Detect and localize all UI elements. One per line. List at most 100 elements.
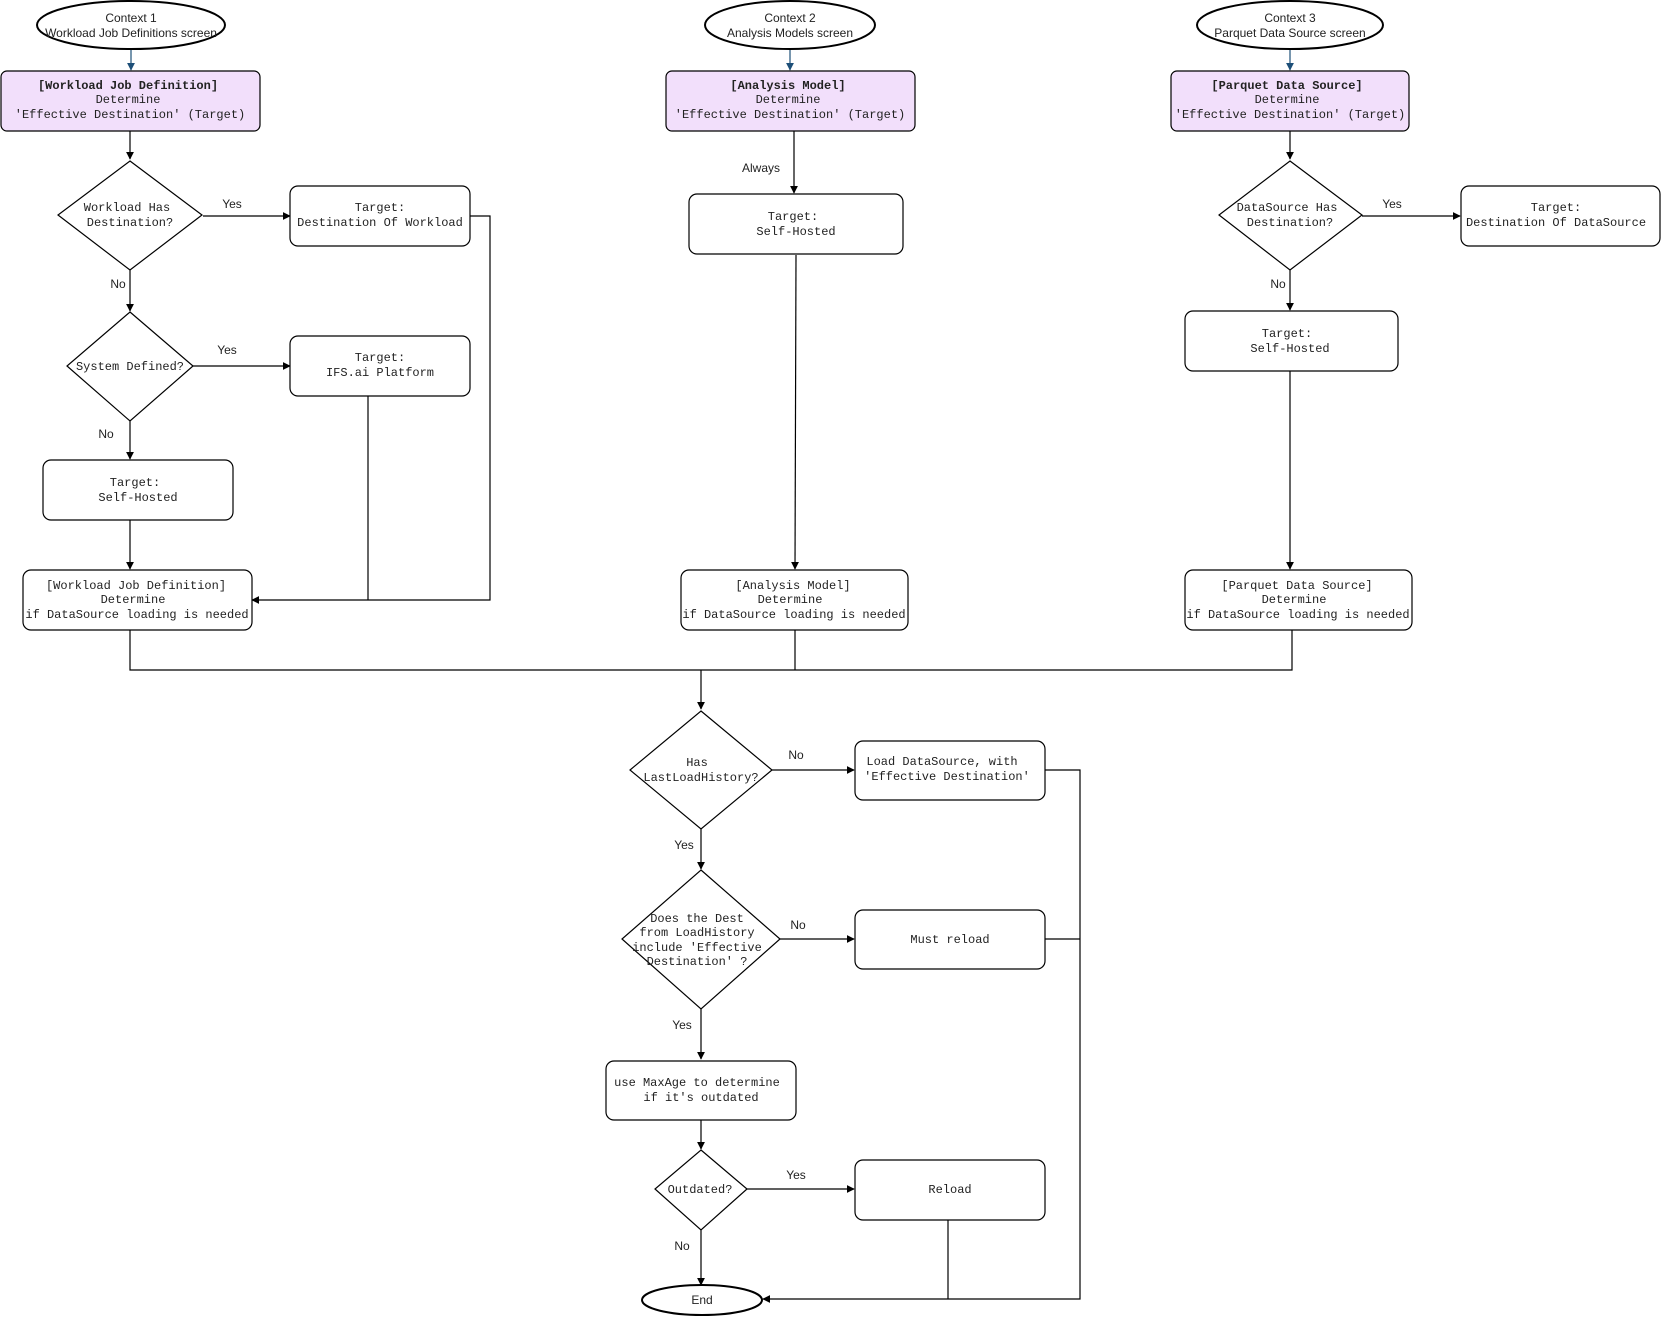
edge-c2-self-loading <box>791 254 800 570</box>
label-yes: Yes <box>217 343 237 357</box>
svg-text:Target:: Target: <box>355 201 405 215</box>
svg-text:'Effective Destination': 'Effective Destination' <box>864 770 1030 784</box>
decision-datasource-has-destination: DataSource Has Destination? <box>1218 160 1363 271</box>
loading-box-1: [Workload Job Definition] Determine if D… <box>22 569 253 631</box>
decision-dest-includes-effective: Does the Dest from LoadHistory include '… <box>621 869 781 1010</box>
svg-text:Target:: Target: <box>1262 327 1312 341</box>
target-ifs-platform: Target: IFS.ai Platform <box>289 335 471 397</box>
svg-text:Destination Of Workload: Destination Of Workload <box>297 216 463 230</box>
svg-text:use MaxAge to determine: use MaxAge to determine <box>614 1076 780 1090</box>
loading-box-3: [Parquet Data Source] Determine if DataS… <box>1184 569 1413 631</box>
svg-text:Determine: Determine <box>101 593 166 607</box>
label-no: No <box>788 748 804 762</box>
label-no: No <box>790 918 806 932</box>
context-1-title: Context 1 <box>105 11 157 25</box>
target-self-hosted-2: Target: Self-Hosted <box>688 193 904 255</box>
svg-text:if DataSource loading is neede: if DataSource loading is needed <box>682 608 905 622</box>
end-terminator: End <box>641 1284 763 1316</box>
label-yes: Yes <box>1382 197 1402 211</box>
svg-text:Workload Has: Workload Has <box>84 201 170 215</box>
svg-text:if DataSource loading is neede: if DataSource loading is needed <box>25 608 248 622</box>
target-self-hosted-3: Target: Self-Hosted <box>1184 310 1399 372</box>
label-yes: Yes <box>222 197 242 211</box>
label-yes: Yes <box>672 1018 692 1032</box>
svg-text:Destination?: Destination? <box>87 216 173 230</box>
svg-text:Determine: Determine <box>1262 593 1327 607</box>
svg-text:LastLoadHistory?: LastLoadHistory? <box>643 771 758 785</box>
svg-text:Destination' ?: Destination' ? <box>647 955 748 969</box>
context-3-title: Context 3 <box>1264 11 1316 25</box>
svg-text:Target:: Target: <box>110 476 160 490</box>
edge-c1-dest-loading <box>251 215 491 604</box>
label-no: No <box>1270 277 1286 291</box>
svg-text:Self-Hosted: Self-Hosted <box>756 225 835 239</box>
label-always: Always <box>742 161 780 175</box>
svg-text:Target:: Target: <box>768 210 818 224</box>
svg-text:if DataSource loading is neede: if DataSource loading is needed <box>1186 608 1409 622</box>
svg-text:System Defined?: System Defined? <box>76 360 184 374</box>
context-3-subtitle: Parquet Data Source screen <box>1214 26 1365 40</box>
maxage-box: use MaxAge to determine if it's outdated <box>605 1060 797 1121</box>
context-2-subtitle: Analysis Models screen <box>727 26 853 40</box>
decision-system-defined: System Defined? <box>66 311 194 422</box>
head-1-line3: 'Effective Destination' (Target) <box>15 108 245 122</box>
context-3: Context 3 Parquet Data Source screen <box>1196 0 1384 50</box>
edge-merge <box>129 630 1293 671</box>
load-datasource-box: Load DataSource, with 'Effective Destina… <box>854 740 1046 801</box>
head-3-title: [Parquet Data Source] <box>1211 79 1362 93</box>
svg-text:Determine: Determine <box>758 593 823 607</box>
svg-text:Outdated?: Outdated? <box>668 1183 733 1197</box>
loading-box-2: [Analysis Model] Determine if DataSource… <box>680 569 909 631</box>
decision-outdated: Outdated? <box>654 1149 748 1231</box>
must-reload-box: Must reload <box>854 909 1046 970</box>
svg-text:Self-Hosted: Self-Hosted <box>1250 342 1329 356</box>
svg-text:[Parquet Data Source]: [Parquet Data Source] <box>1221 579 1372 593</box>
head-box-2: [Analysis Model] Determine 'Effective De… <box>665 70 916 132</box>
svg-text:Destination Of DataSource: Destination Of DataSource <box>1466 216 1646 230</box>
target-destination-of-datasource: Target: Destination Of DataSource <box>1460 185 1661 247</box>
context-2: Context 2 Analysis Models screen <box>704 0 876 50</box>
target-destination-of-workload: Target: Destination Of Workload <box>289 185 471 247</box>
head-2-title: [Analysis Model] <box>730 79 845 93</box>
head-1-line2: Determine <box>96 93 161 107</box>
head-1-title: [Workload Job Definition] <box>38 79 218 93</box>
svg-text:Target:: Target: <box>1531 201 1581 215</box>
head-2-line3: 'Effective Destination' (Target) <box>675 108 905 122</box>
svg-text:IFS.ai Platform: IFS.ai Platform <box>326 366 434 380</box>
label-no: No <box>98 427 114 441</box>
svg-text:from LoadHistory: from LoadHistory <box>639 926 754 940</box>
label-yes: Yes <box>786 1168 806 1182</box>
head-box-1: [Workload Job Definition] Determine 'Eff… <box>0 70 261 132</box>
svg-text:Has: Has <box>686 756 708 770</box>
context-1-subtitle: Workload Job Definitions screen <box>45 26 217 40</box>
label-no: No <box>674 1239 690 1253</box>
reload-box: Reload <box>854 1159 1046 1221</box>
svg-text:[Workload Job Definition]: [Workload Job Definition] <box>46 579 226 593</box>
svg-text:[Analysis Model]: [Analysis Model] <box>735 579 850 593</box>
target-self-hosted-1: Target: Self-Hosted <box>42 459 234 521</box>
svg-text:Load DataSource, with: Load DataSource, with <box>866 755 1017 769</box>
decision-has-lastloadhistory: Has LastLoadHistory? <box>629 710 773 830</box>
edges <box>126 48 1461 1303</box>
edge-load-end <box>762 769 1081 1303</box>
label-no: No <box>110 277 126 291</box>
svg-text:Must reload: Must reload <box>910 933 989 947</box>
svg-text:if it's outdated: if it's outdated <box>643 1091 758 1105</box>
svg-text:Reload: Reload <box>928 1183 971 1197</box>
context-2-title: Context 2 <box>764 11 816 25</box>
label-yes: Yes <box>674 838 694 852</box>
head-2-line2: Determine <box>756 93 821 107</box>
edge-labels: Yes No Yes No Yes No No Yes No Yes Yes N… <box>98 197 1401 1253</box>
svg-text:Target:: Target: <box>355 351 405 365</box>
head-3-line2: Determine <box>1255 93 1320 107</box>
svg-text:Destination?: Destination? <box>1247 216 1333 230</box>
svg-text:DataSource Has: DataSource Has <box>1237 201 1338 215</box>
svg-text:Does the Dest: Does the Dest <box>650 912 744 926</box>
svg-text:End: End <box>691 1293 712 1307</box>
head-box-3: [Parquet Data Source] Determine 'Effecti… <box>1170 70 1410 132</box>
svg-text:Self-Hosted: Self-Hosted <box>98 491 177 505</box>
context-1: Context 1 Workload Job Definitions scree… <box>36 0 226 50</box>
decision-workload-has-destination: Workload Has Destination? <box>57 160 203 271</box>
head-3-line3: 'Effective Destination' (Target) <box>1175 108 1405 122</box>
